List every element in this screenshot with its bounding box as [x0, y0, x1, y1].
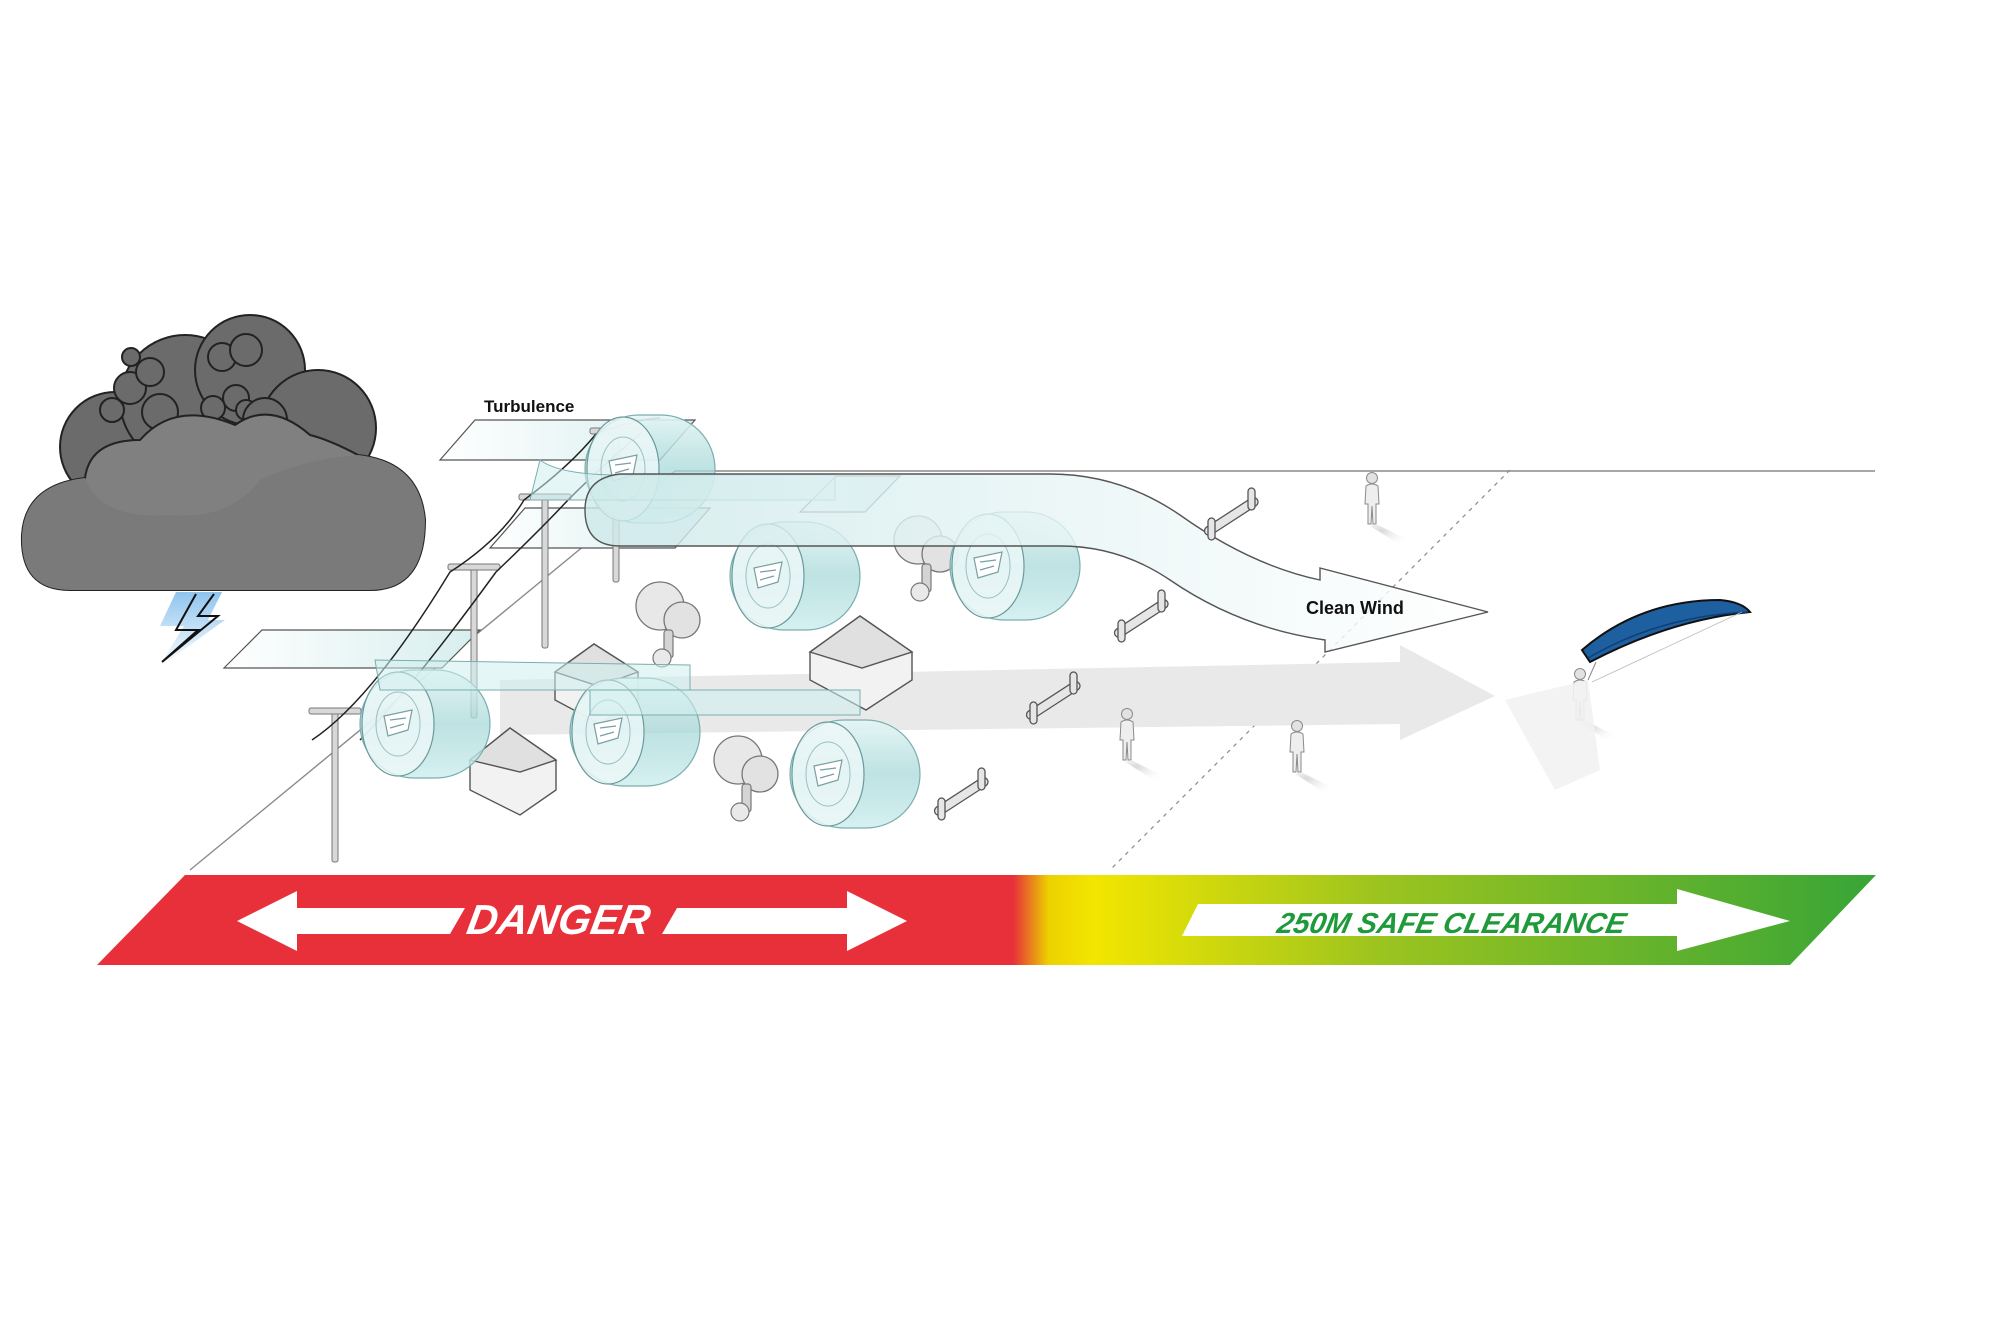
danger-arrow-left — [237, 891, 465, 951]
clean-wind-label: Clean Wind — [1306, 598, 1404, 618]
danger-safe-strip — [97, 875, 1876, 965]
danger-label: DANGER — [464, 896, 655, 943]
ground-flow-arrow — [500, 645, 1495, 740]
turbulence-label: Turbulence — [484, 397, 574, 416]
house-icon — [808, 615, 914, 711]
danger-arrow-right — [662, 891, 907, 951]
storm-cloud-icon — [20, 314, 427, 591]
safe-clearance-label: 250M SAFE CLEARANCE — [1273, 907, 1630, 940]
safe-arrow — [1182, 889, 1790, 951]
kite-icon — [1505, 598, 1752, 790]
clean-wind-arrow — [584, 473, 1489, 653]
lightning-icon — [158, 592, 225, 668]
clearance-band: DANGER 250M SAFE CLEARANCE — [97, 875, 1876, 965]
